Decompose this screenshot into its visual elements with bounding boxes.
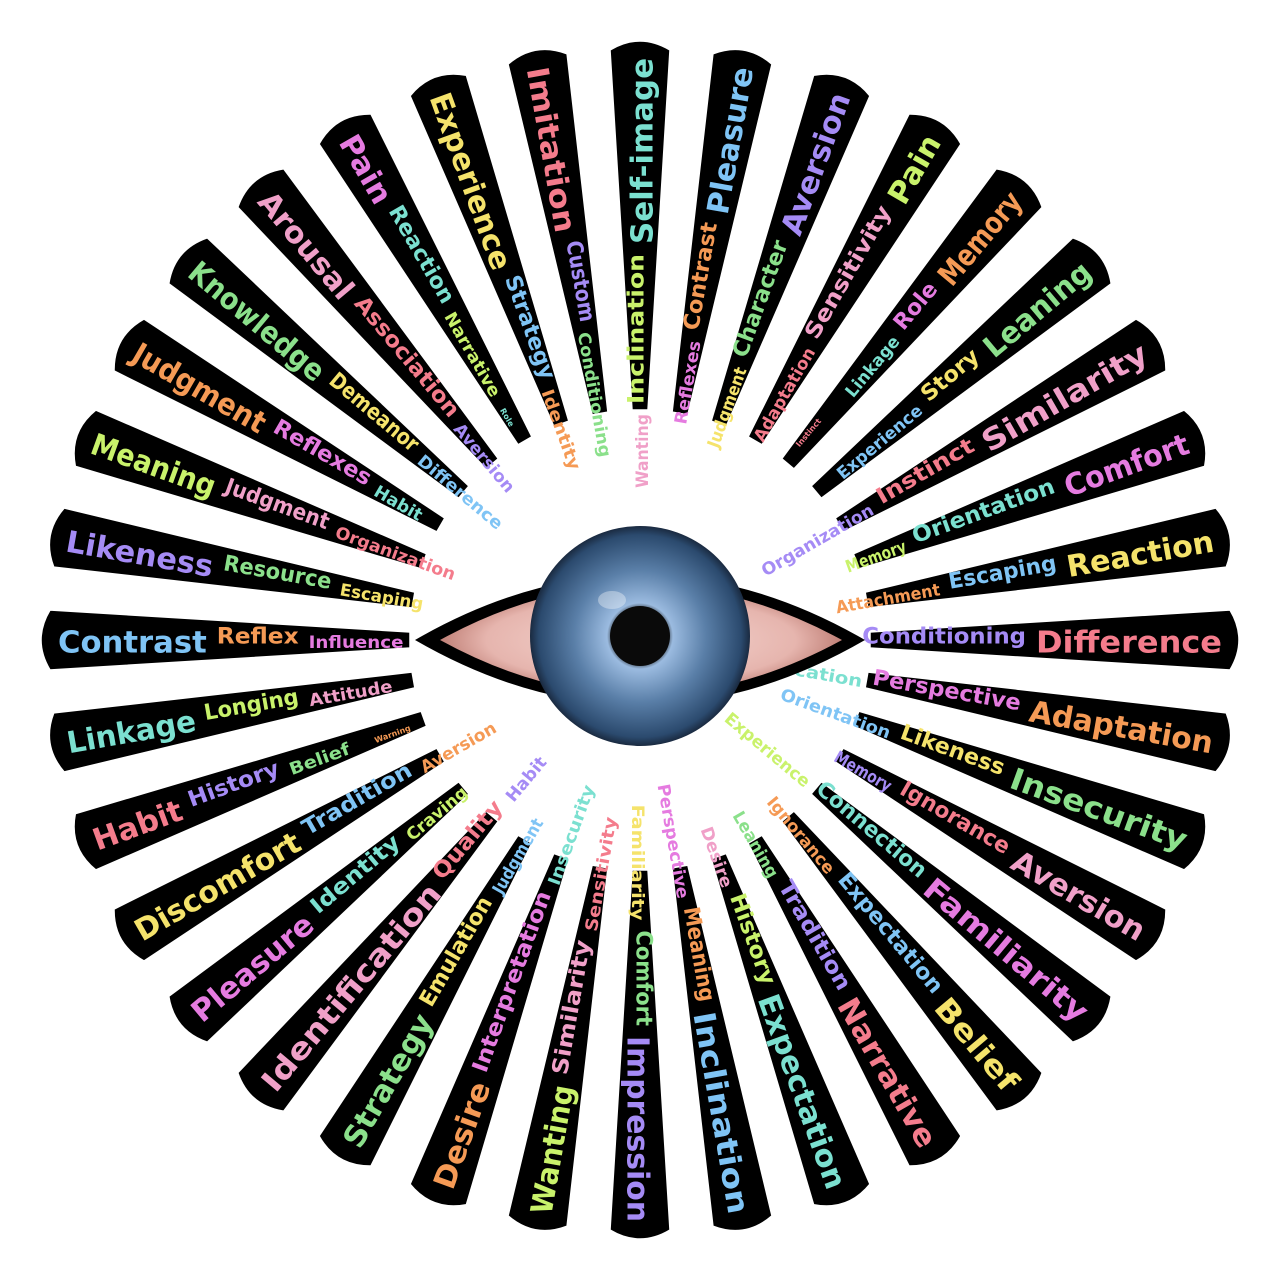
ray-shape <box>834 747 1167 962</box>
ray-word: Perspective <box>871 666 1023 717</box>
ray-shape <box>747 113 962 446</box>
ray-word: Conditioning <box>862 625 1026 650</box>
eye <box>415 526 865 746</box>
ray-shape <box>810 236 1113 500</box>
ray-word: History <box>724 890 780 988</box>
ray-shape <box>507 864 609 1232</box>
ray-shape <box>73 710 428 871</box>
ray-shape <box>40 609 411 671</box>
ray-word: Identity <box>537 387 585 473</box>
ray-shape <box>609 40 671 411</box>
ray-shape <box>852 409 1207 570</box>
ray-word: Experience <box>720 709 814 792</box>
word-ray: DifferenceConditioningExpectation <box>736 609 1240 671</box>
ray-word: Wanting <box>633 414 653 488</box>
word-ray: Contrast Reflex Influence <box>40 609 411 671</box>
ray-shape <box>869 609 1240 671</box>
ray-shape <box>710 73 871 428</box>
ray-shape <box>409 73 570 428</box>
eye-pupil <box>610 606 670 666</box>
word-ray: Impression Comfort Familiarity <box>609 805 671 1240</box>
ray-shape <box>852 710 1207 871</box>
ray-shape <box>48 671 416 773</box>
ray-word: Ignorance <box>895 777 1014 860</box>
ray-word: Familiarity <box>627 805 647 921</box>
ray-word: Memory <box>843 537 909 577</box>
ray-shape <box>864 671 1232 773</box>
ray-shape <box>167 780 470 1044</box>
ray-word: Conditioning <box>573 331 615 459</box>
ray-word: Reflex <box>217 625 299 650</box>
ray-shape <box>318 113 533 446</box>
ray-word: Inclination <box>625 254 650 404</box>
ray-word: Contrast <box>58 626 207 661</box>
ray-word: Sensitivity <box>582 816 622 934</box>
ray-shape <box>671 48 773 416</box>
ray-word: Influence <box>309 633 404 653</box>
ray-shape <box>671 864 773 1232</box>
ray-shape <box>834 318 1167 533</box>
ray-word: Judgment <box>704 365 752 452</box>
ray-shape <box>318 834 533 1167</box>
ray-shape <box>113 318 446 533</box>
ray-word: Difference <box>1036 626 1222 661</box>
ray-word: Comfort <box>631 931 656 1027</box>
eye-highlight <box>598 591 626 609</box>
ray-word: Impression <box>620 1036 655 1222</box>
ray-word: Aversion <box>417 718 500 777</box>
ray-word: Desire <box>696 824 736 890</box>
ray-shape <box>780 810 1044 1113</box>
ray-shape <box>113 747 446 962</box>
ray-word: Organization <box>332 523 458 585</box>
ray-shape <box>409 852 570 1207</box>
ray-shape <box>48 507 416 609</box>
ray-word: Habit <box>502 753 551 806</box>
ray-shape <box>864 507 1232 609</box>
ray-shape <box>507 48 609 416</box>
ray-shape <box>236 167 500 470</box>
ray-shape <box>167 236 470 500</box>
ray-shape <box>780 167 1044 470</box>
ray-shape <box>609 869 671 1240</box>
ray-word: Self-image <box>626 58 661 244</box>
ray-shape <box>710 852 871 1207</box>
ray-shape <box>747 834 962 1167</box>
ray-word: Orientation <box>777 685 893 743</box>
ray-shape <box>810 780 1113 1044</box>
ray-shape <box>73 409 428 570</box>
ray-shape <box>236 810 500 1113</box>
ray-word: Perspective <box>653 783 693 901</box>
